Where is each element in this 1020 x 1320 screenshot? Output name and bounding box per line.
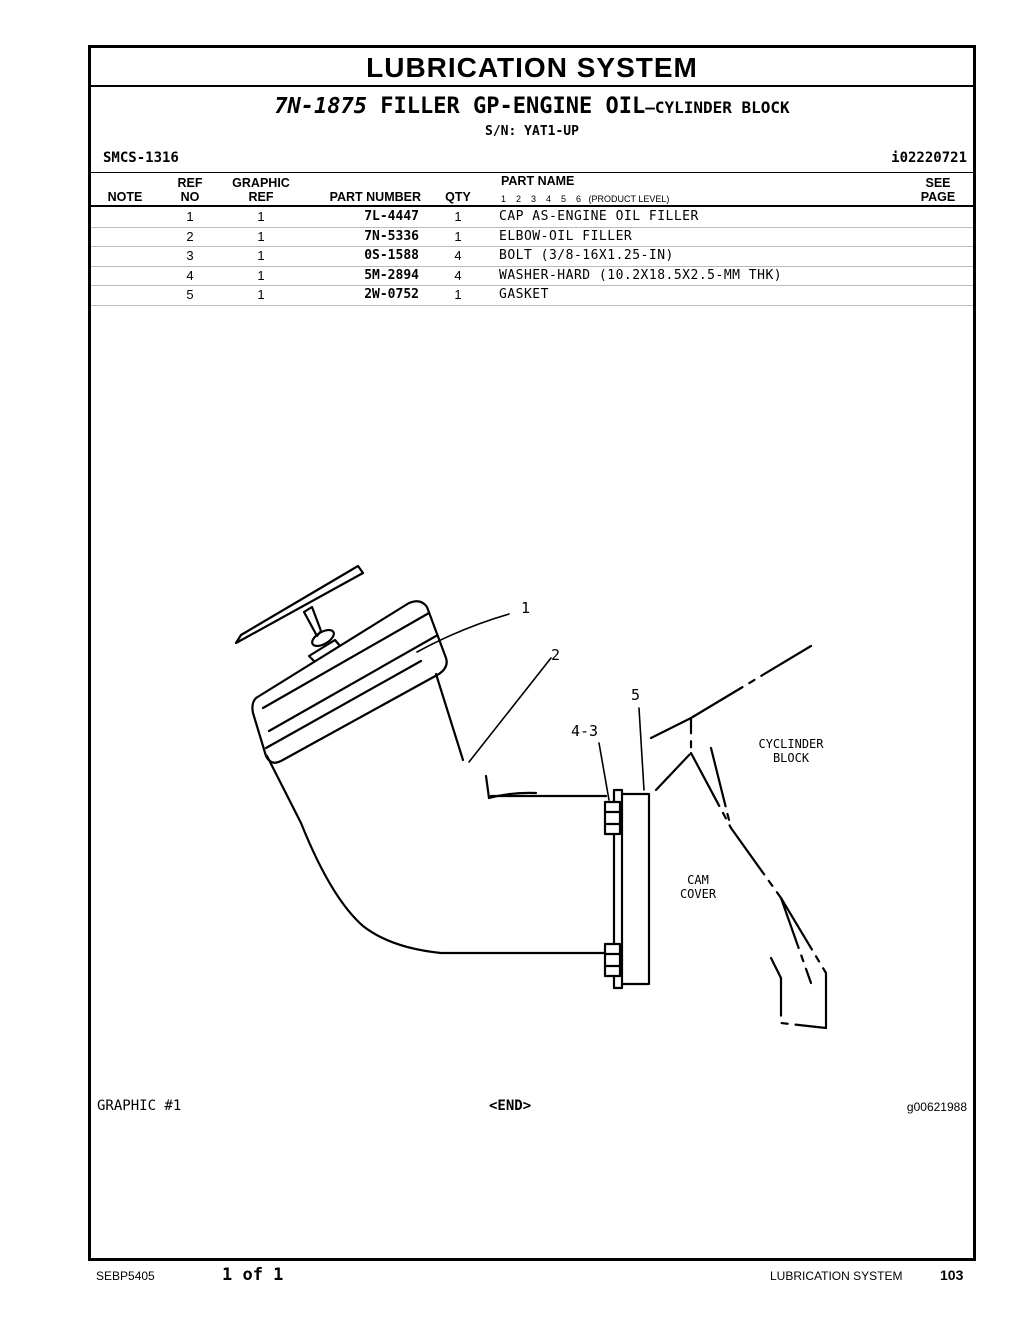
filler-cap bbox=[251, 600, 448, 764]
cell-graphic-ref: 1 bbox=[257, 248, 265, 263]
table-row: 3 1 0S-1588 4 BOLT (3/8-16X1.25-IN) bbox=[91, 247, 973, 267]
header-see-page-line2: PAGE bbox=[920, 190, 956, 204]
header-graphic-ref-line1: GRAPHIC bbox=[232, 176, 290, 190]
cell-part-number: 2W-0752 bbox=[364, 287, 419, 302]
cell-graphic-ref: 1 bbox=[257, 209, 265, 224]
cell-part-number: 7N-5336 bbox=[364, 228, 419, 244]
cell-ref-no: 1 bbox=[186, 209, 194, 224]
label-cylinder-block-line2: BLOCK bbox=[773, 751, 810, 765]
section-title: LUBRICATION SYSTEM bbox=[366, 52, 698, 83]
elbow-pipe bbox=[265, 672, 613, 955]
cell-part-name: GASKET bbox=[499, 287, 549, 302]
group-heading: 7N-1875 FILLER GP-ENGINE OIL–CYLINDER BL… bbox=[91, 94, 973, 121]
footer-page-number: 103 bbox=[940, 1267, 964, 1283]
callout-5: 5 bbox=[631, 686, 640, 704]
label-cam-cover-line2: COVER bbox=[680, 887, 717, 901]
cell-ref-no: 5 bbox=[186, 287, 194, 302]
footer-page-of: 1 of 1 bbox=[222, 1265, 284, 1285]
cell-ref-no: 4 bbox=[186, 267, 194, 283]
cell-graphic-ref: 1 bbox=[257, 267, 265, 283]
cell-graphic-ref: 1 bbox=[257, 228, 265, 244]
leader-lines bbox=[416, 613, 645, 801]
title-rule bbox=[91, 85, 973, 87]
header-see-page-line1: SEE bbox=[925, 176, 951, 190]
cell-ref-no: 2 bbox=[186, 228, 194, 244]
cell-part-number: 5M-2894 bbox=[364, 267, 419, 283]
header-qty: QTY bbox=[445, 190, 471, 204]
gasket-flange bbox=[603, 788, 651, 990]
header-part-name: PART NAME bbox=[501, 174, 575, 188]
group-part-number: 7N-1875 bbox=[274, 94, 368, 119]
cylinder-block-outline bbox=[649, 644, 828, 1030]
label-cam-cover-line1: CAM bbox=[687, 873, 709, 887]
cell-qty: 4 bbox=[454, 267, 462, 283]
cell-qty: 1 bbox=[454, 228, 462, 244]
parts-illustration: 1 2 5 4-3 CYCLINDER BLOCK CAM COVER bbox=[234, 564, 828, 1030]
footer-doc-number: SEBP5405 bbox=[96, 1269, 155, 1283]
cell-part-name: BOLT (3/8-16X1.25-IN) bbox=[499, 248, 674, 263]
serial-range: S/N: YAT1-UP bbox=[485, 124, 579, 139]
cell-part-number: 0S-1588 bbox=[364, 248, 419, 263]
graphic-label: GRAPHIC #1 bbox=[97, 1098, 182, 1114]
parts-table: 1 1 7L-4447 1 CAP AS-ENGINE OIL FILLER 2… bbox=[91, 208, 973, 306]
footer-section: LUBRICATION SYSTEM bbox=[770, 1269, 903, 1283]
cell-part-number: 7L-4447 bbox=[364, 209, 419, 224]
cell-ref-no: 3 bbox=[186, 248, 194, 263]
header-ref-no-line2: NO bbox=[180, 190, 200, 204]
cell-part-name: CAP AS-ENGINE OIL FILLER bbox=[499, 209, 699, 224]
table-row: 1 1 7L-4447 1 CAP AS-ENGINE OIL FILLER bbox=[91, 208, 973, 228]
header-bottom-rule bbox=[91, 205, 973, 207]
document-id: i02220721 bbox=[891, 150, 967, 166]
cell-part-name: WASHER-HARD (10.2X18.5X2.5-MM THK) bbox=[499, 267, 783, 283]
cell-part-name: ELBOW-OIL FILLER bbox=[499, 228, 633, 244]
callout-1: 1 bbox=[521, 599, 530, 617]
cell-qty: 1 bbox=[454, 287, 462, 302]
graphic-id: g00621988 bbox=[906, 1100, 967, 1114]
table-row: 4 1 5M-2894 4 WASHER-HARD (10.2X18.5X2.5… bbox=[91, 267, 973, 286]
header-ref-no-line1: REF bbox=[177, 176, 203, 190]
smcs-code: SMCS-1316 bbox=[103, 150, 179, 166]
page-frame: LUBRICATION SYSTEM 7N-1875 FILLER GP-ENG… bbox=[88, 45, 976, 1261]
cell-graphic-ref: 1 bbox=[257, 287, 265, 302]
header-graphic-ref-line2: REF bbox=[248, 190, 274, 204]
table-row: 2 1 7N-5336 1 ELBOW-OIL FILLER bbox=[91, 228, 973, 247]
header-product-level: 1 2 3 4 5 6 (PRODUCT LEVEL) bbox=[501, 194, 670, 204]
callout-4-3: 4-3 bbox=[571, 722, 598, 740]
group-name: FILLER GP-ENGINE OIL bbox=[380, 94, 646, 119]
cell-qty: 4 bbox=[454, 248, 462, 263]
table-row: 5 1 2W-0752 1 GASKET bbox=[91, 286, 973, 306]
end-marker: <END> bbox=[489, 1098, 532, 1114]
group-subtitle: –CYLINDER BLOCK bbox=[645, 98, 790, 117]
label-cylinder-block-line1: CYCLINDER bbox=[758, 737, 824, 751]
header-part-number: PART NUMBER bbox=[329, 190, 421, 204]
header-top-rule bbox=[91, 172, 973, 173]
header-note: NOTE bbox=[107, 190, 143, 204]
cell-qty: 1 bbox=[454, 209, 462, 224]
callout-2: 2 bbox=[551, 646, 560, 664]
